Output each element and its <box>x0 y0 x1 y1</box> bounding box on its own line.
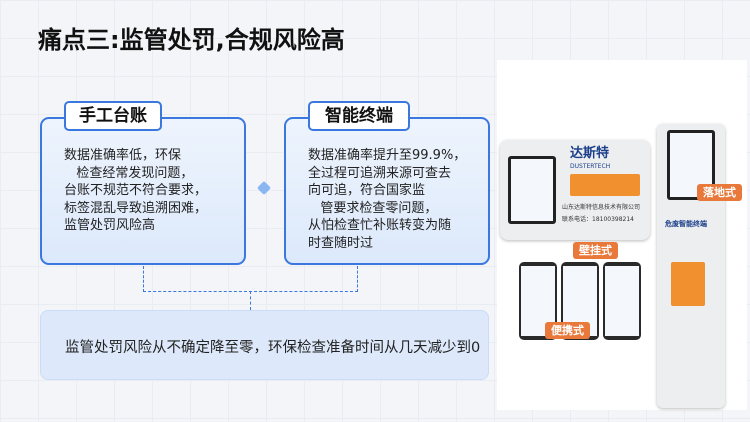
page-title: 痛点三:监管处罚,合规风险高 <box>38 26 345 54</box>
connector <box>250 291 251 310</box>
wall-mounted-label: 壁挂式 <box>573 242 618 259</box>
portable-label: 便携式 <box>545 322 590 339</box>
summary-text: 监管处罚风险从不确定降至零，环保检查准备时间从几天减少到0 <box>65 340 481 356</box>
manual-ledger-text: 数据准确率低，环保 检查经常发现问题， 台账不规范不符合要求， 标签混乱导致追溯… <box>64 148 208 233</box>
brand-logo-en: DUSTERTECH <box>570 163 611 170</box>
floor-standing-label: 落地式 <box>697 184 742 201</box>
terminal-name: 危废智能终端 <box>665 220 707 228</box>
connector <box>357 266 358 292</box>
product-image: 达斯特 DUSTERTECH 山东达斯特信息技术有限公司 联系电话：181003… <box>497 60 747 410</box>
summary-box: 监管处罚风险从不确定降至零，环保检查准备时间从几天减少到0 <box>40 310 489 380</box>
manual-ledger-label: 手工台账 <box>64 101 162 131</box>
connector <box>143 266 144 292</box>
phone-text: 联系电话：18100398214 <box>562 216 634 223</box>
manual-ledger-card <box>40 117 246 265</box>
smart-terminal-card <box>284 117 490 265</box>
wall-mounted-device: 达斯特 DUSTERTECH 山东达斯特信息技术有限公司 联系电话：181003… <box>500 140 650 240</box>
phone-device <box>603 262 641 340</box>
floor-standing-device: 危废智能终端 <box>657 124 725 408</box>
brand-logo: 达斯特 <box>570 146 610 161</box>
smart-terminal-label: 智能终端 <box>308 101 410 131</box>
company-text: 山东达斯特信息技术有限公司 <box>562 204 641 211</box>
smart-terminal-text: 数据准确率提升至99.9%， 全过程可追溯来源可查去 向可追，符合国家监 管要求… <box>308 148 467 251</box>
